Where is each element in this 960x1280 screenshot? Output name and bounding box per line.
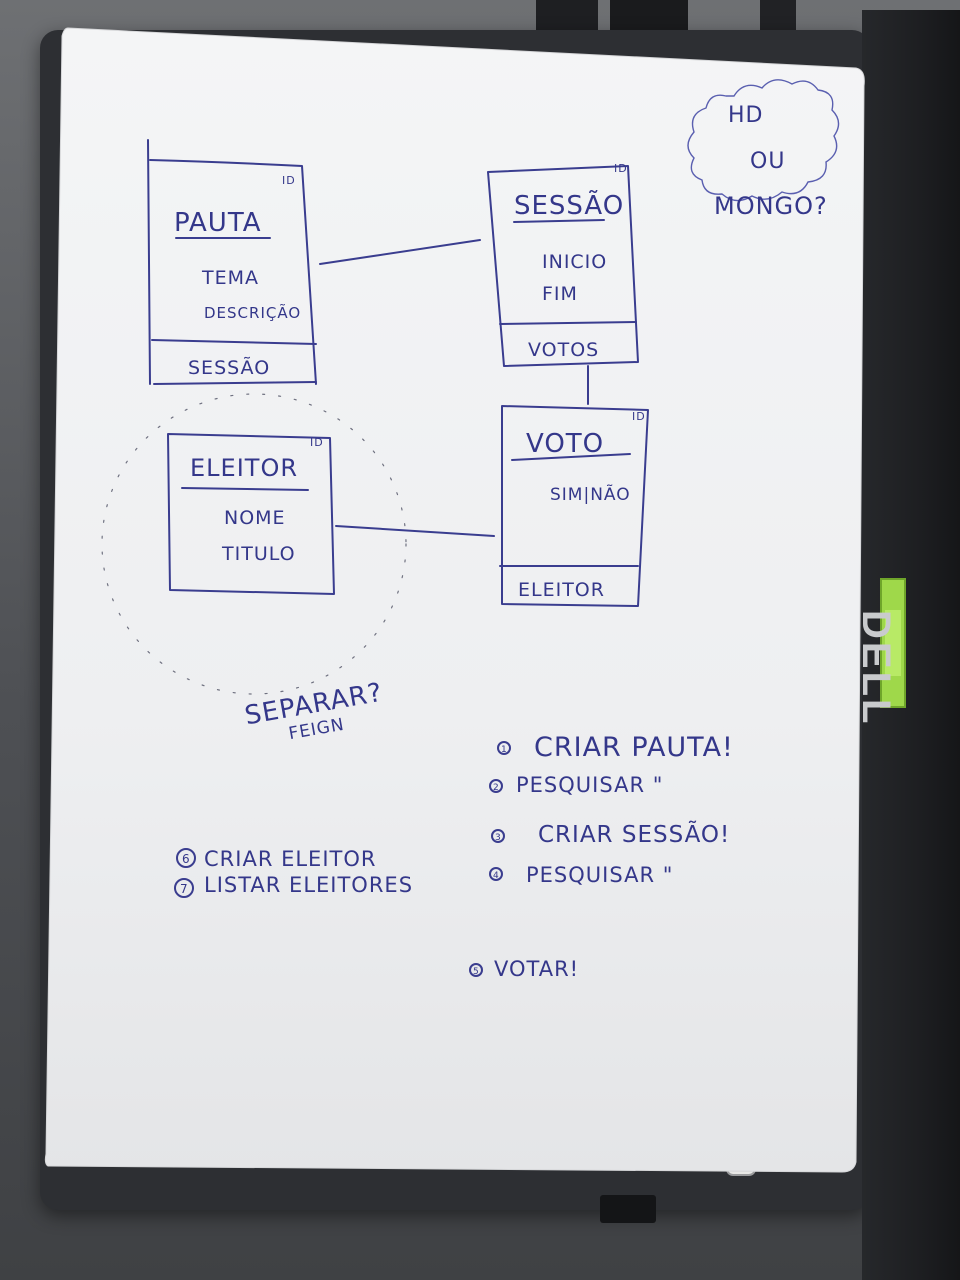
step-2-circle	[489, 779, 503, 793]
entity-voto: VOTO ID SIM|NÃO ELEITOR	[499, 405, 649, 607]
voto-title: VOTO	[526, 429, 604, 459]
eleitor-box	[167, 433, 335, 595]
cloud-shape	[687, 79, 840, 202]
step-5-text: VOTAR!	[494, 957, 579, 981]
step-1-number: 1	[501, 745, 508, 755]
entity-pauta: PAUTA ID TEMA DESCRIÇÃO SESSÃO	[147, 139, 317, 385]
voto-id: ID	[632, 410, 646, 423]
step-4-number: 4	[493, 871, 500, 881]
step-6-circle	[176, 848, 196, 868]
pauta-bottom	[153, 381, 317, 385]
pauta-attr-tema: TEMA	[201, 267, 259, 289]
paper-sheet: HD OU MONGO? PAUTA ID TEMA DESCRIÇÃO SES…	[44, 26, 870, 1174]
step-3-circle	[491, 829, 505, 843]
entity-eleitor: ELEITOR ID NOME TITULO	[167, 433, 335, 595]
pauta-left-border	[147, 139, 151, 385]
sessao-relation-votos: VOTOS	[528, 339, 599, 361]
step-5-number: 5	[473, 967, 480, 977]
pauta-relation-sessao: SESSÃO	[188, 356, 270, 379]
step-6-number: 6	[182, 852, 191, 866]
sessao-title-underline	[513, 219, 605, 223]
entity-sessao: SESSÃO ID INICIO FIM VOTOS	[487, 162, 639, 367]
step-4-circle	[489, 867, 503, 881]
eleitor-attr-nome: NOME	[224, 507, 286, 529]
cloud-line-mongo: MONGO?	[714, 192, 828, 220]
voto-attr-sim-nao: SIM|NÃO	[550, 483, 631, 505]
step-4-text: PESQUISAR "	[526, 863, 673, 887]
step-7: 7 LISTAR ELEITORES	[174, 873, 413, 898]
sessao-attr-fim: FIM	[542, 283, 578, 305]
green-sticker	[880, 578, 906, 708]
cloud-line-ou: OU	[750, 149, 785, 174]
voto-title-underline	[511, 453, 631, 461]
sessao-attr-inicio: INICIO	[542, 251, 607, 273]
paper-surface	[44, 27, 865, 1173]
step-6: 6 CRIAR ELEITOR	[176, 847, 376, 871]
step-7-number: 7	[180, 882, 189, 896]
step-3: 3 CRIAR SESSÃO!	[491, 820, 730, 848]
pauta-attr-descricao: DESCRIÇÃO	[204, 303, 301, 322]
connector-pauta-sessao	[319, 239, 481, 265]
step-3-text: CRIAR SESSÃO!	[538, 820, 730, 848]
eleitor-id: ID	[310, 436, 324, 449]
step-5-circle	[469, 963, 483, 977]
laptop-side	[862, 10, 960, 1280]
step-2-number: 2	[493, 783, 500, 793]
step-2-text: PESQUISAR "	[516, 773, 663, 797]
step-1-circle	[497, 741, 511, 755]
pauta-box	[149, 159, 317, 385]
eleitor-title-underline	[181, 487, 309, 491]
voto-relation-eleitor: ELEITOR	[518, 579, 605, 601]
step-4: 4 PESQUISAR "	[489, 863, 673, 887]
whiteboard-diagram: HD OU MONGO? PAUTA ID TEMA DESCRIÇÃO SES…	[44, 27, 865, 1173]
voto-box	[501, 405, 649, 607]
pauta-divider	[151, 339, 317, 345]
step-1: 1 CRIAR PAUTA!	[497, 732, 734, 763]
sessao-divider	[499, 321, 637, 325]
step-1-text: CRIAR PAUTA!	[534, 732, 734, 763]
step-6-text: CRIAR ELEITOR	[204, 847, 376, 871]
step-2: 2 PESQUISAR "	[489, 773, 663, 797]
sessao-title: SESSÃO	[514, 189, 624, 221]
sessao-box	[487, 165, 639, 367]
cloud-line-hd: HD	[728, 103, 763, 128]
pauta-id: ID	[282, 174, 296, 187]
eleitor-attr-titulo: TITULO	[221, 543, 296, 565]
eleitor-title: ELEITOR	[190, 454, 298, 482]
sessao-id: ID	[614, 162, 628, 175]
separation-dashed-circle	[101, 393, 407, 695]
connector-eleitor-voto	[335, 525, 495, 537]
steps-list-right: 1 CRIAR PAUTA! 2 PESQUISAR " 3 CRIAR SES…	[489, 732, 734, 887]
step-7-text: LISTAR ELEITORES	[204, 873, 413, 897]
step-3-number: 3	[495, 833, 502, 843]
step-5: 5 VOTAR!	[469, 957, 579, 981]
laptop-clip	[600, 1195, 656, 1223]
pauta-title: PAUTA	[174, 208, 261, 238]
steps-list-left: 6 CRIAR ELEITOR 7 LISTAR ELEITORES	[174, 847, 413, 898]
step-7-circle	[174, 878, 194, 898]
